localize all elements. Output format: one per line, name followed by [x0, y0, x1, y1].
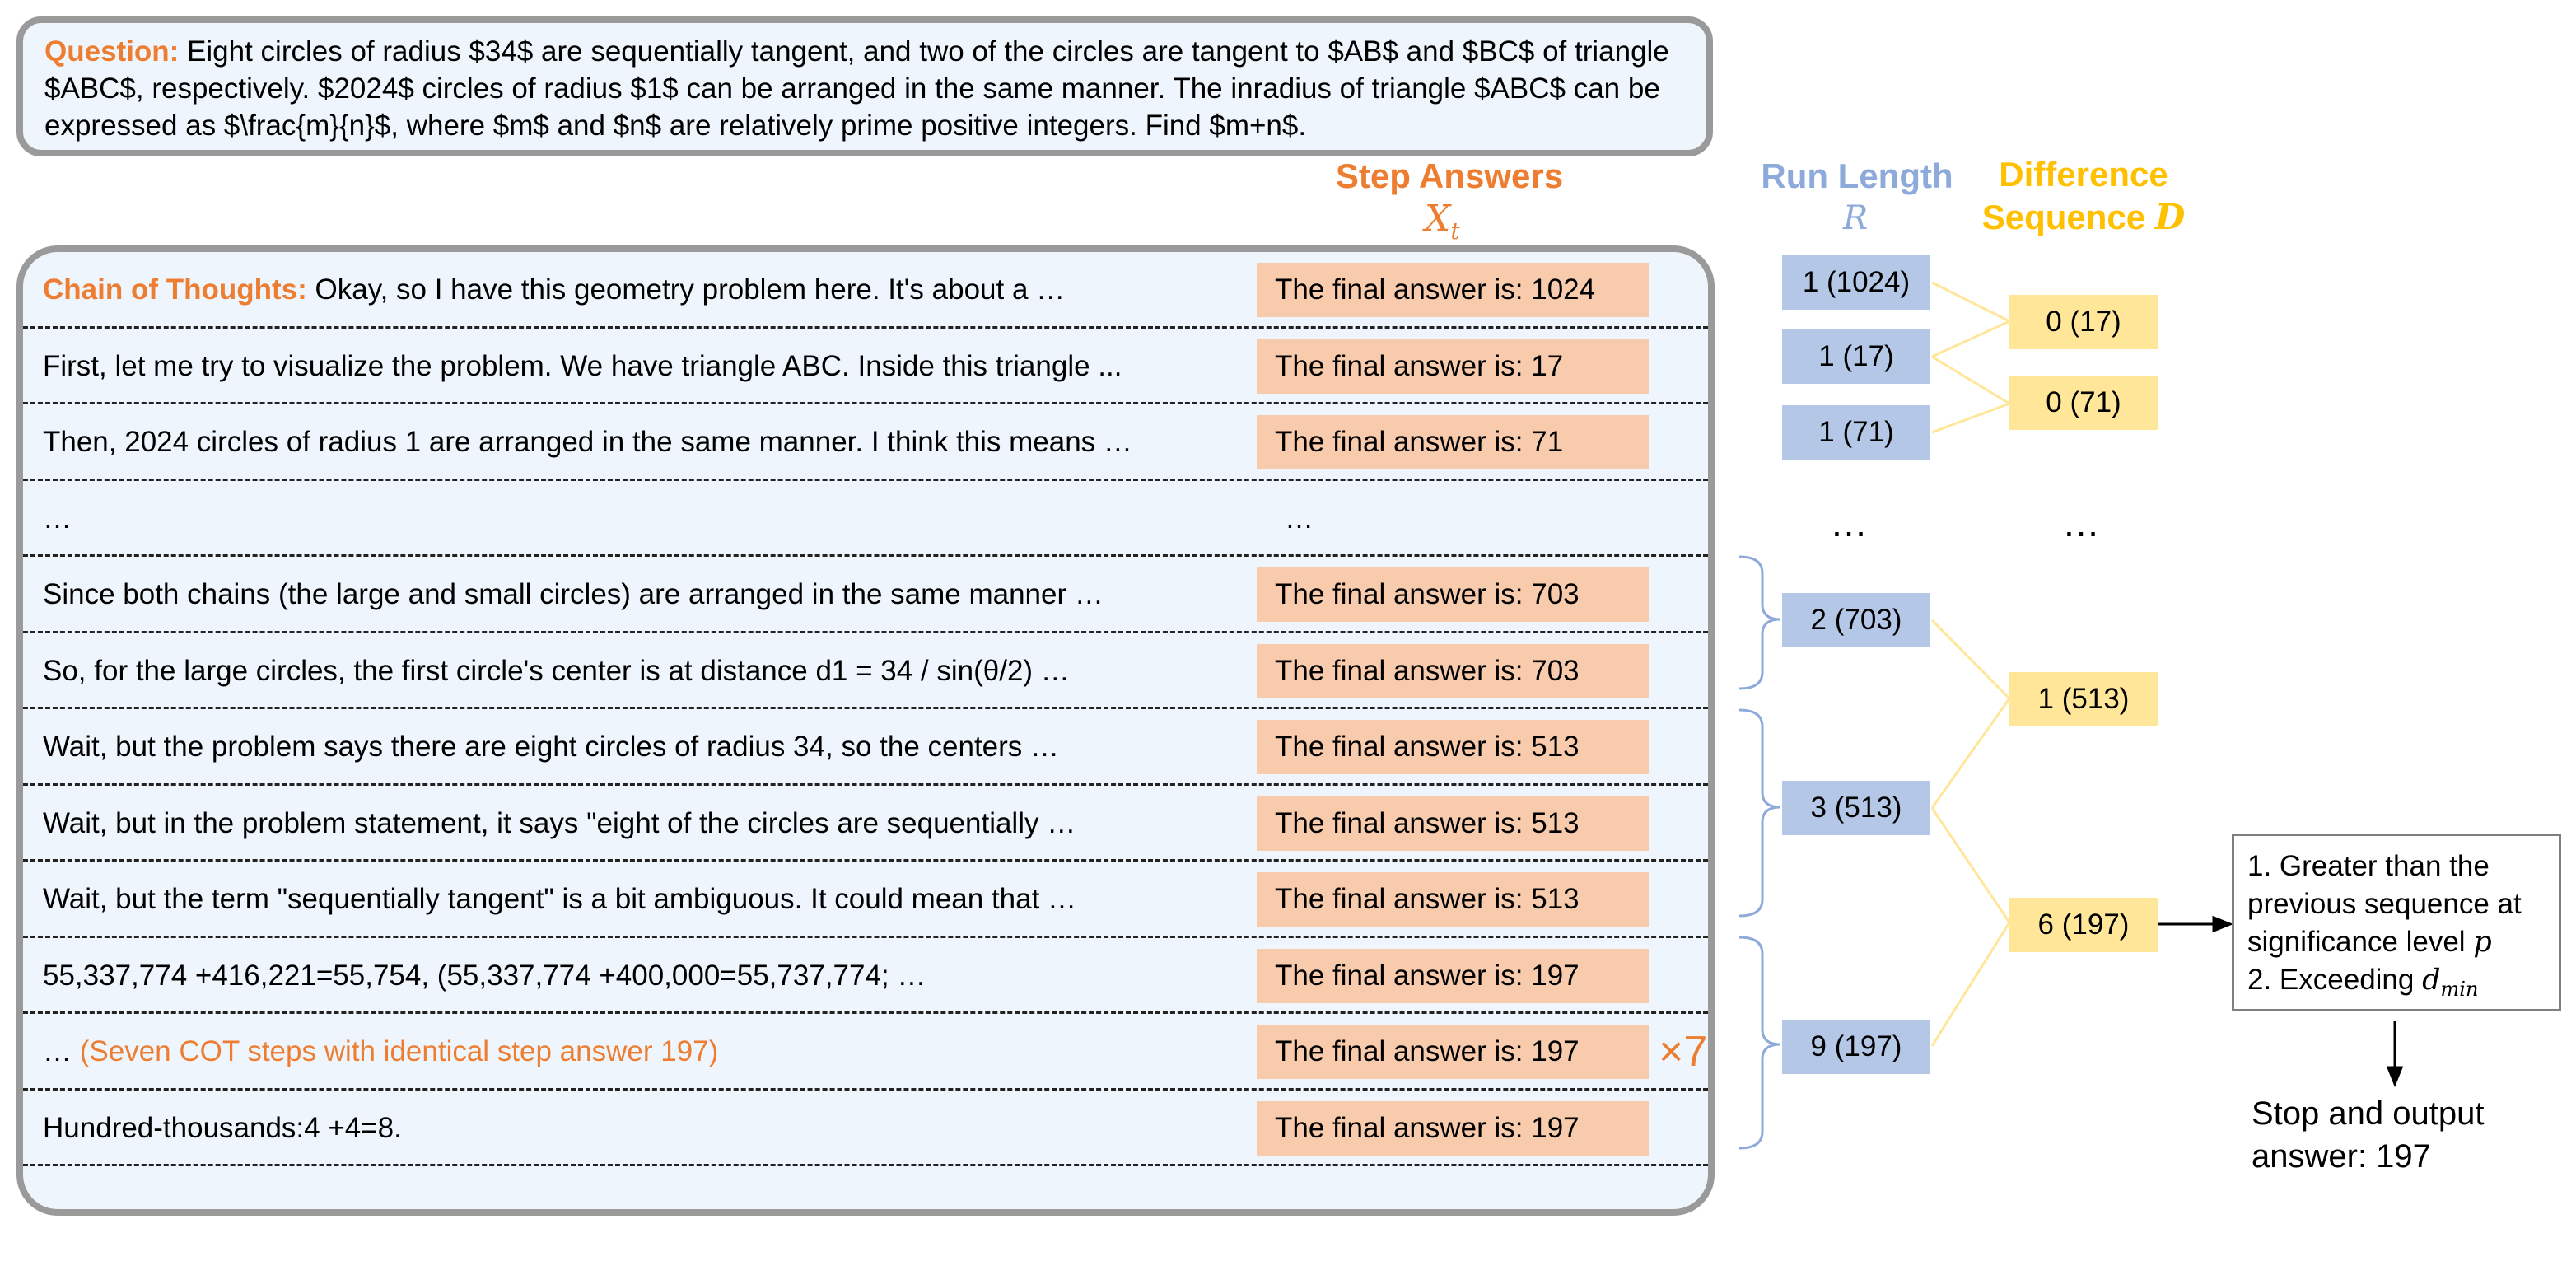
run-length-item: 1 (17) — [1782, 329, 1930, 384]
question-label: Question: — [44, 35, 180, 68]
connector-line — [1931, 355, 2010, 405]
step-answer: The final answer is: 197 — [1257, 1025, 1649, 1079]
step-answer: The final answer is: 513 — [1257, 872, 1649, 927]
step-answer: The final answer is: 71 — [1257, 415, 1649, 469]
step-answer: The final answer is: 513 — [1257, 796, 1649, 851]
p-symbol: p — [2473, 926, 2492, 959]
bracket — [1738, 555, 1781, 690]
cot-row: Hundred-thousands:4 +4=8. The final answ… — [23, 1091, 1708, 1166]
run-length-item: 2 (703) — [1782, 593, 1930, 647]
connector-line — [1931, 281, 2010, 323]
connector-line — [1930, 619, 2011, 700]
bracket — [1738, 708, 1781, 918]
question-text: Eight circles of radius $34$ are sequent… — [44, 35, 1669, 142]
stop-output-text: Stop and output answer: 197 — [2252, 1095, 2485, 1175]
cot-step-text: Hundred-thousands:4 +4=8. — [43, 1111, 402, 1144]
cot-row-repeated: … (Seven COT steps with identical step a… — [23, 1014, 1708, 1091]
step-answer: The final answer is: 703 — [1257, 567, 1649, 622]
cot-row: Wait, but the term "sequentially tangent… — [23, 862, 1708, 938]
difference-item: 0 (71) — [2009, 376, 2158, 430]
connector-line — [1930, 807, 2011, 923]
cot-row: Then, 2024 circles of radius 1 are arran… — [23, 404, 1708, 481]
cot-step-text: Since both chains (the large and small c… — [43, 578, 1104, 610]
step-answer: The final answer is: 1024 — [1257, 263, 1649, 317]
run-length-item: 3 (513) — [1782, 781, 1930, 835]
cot-step-text: 55,337,774 +416,221=55,754, (55,337,774 … — [43, 959, 926, 992]
cot-step-text: … — [43, 502, 72, 535]
cot-row-ellipsis: … … — [23, 481, 1708, 557]
step-answer: The final answer is: 703 — [1257, 643, 1649, 698]
cot-row: Wait, but in the problem statement, it s… — [23, 786, 1708, 862]
step-answer-ellipsis: … — [1285, 502, 1314, 535]
condition-line-1: 1. Greater than the previous sequence at… — [2247, 850, 2522, 959]
chain-of-thoughts-panel: Chain of Thoughts: Okay, so I have this … — [16, 245, 1715, 1216]
difference-item: 1 (513) — [2009, 672, 2158, 726]
difference-header-line2: Sequence D — [1981, 197, 2186, 237]
cot-step-text: So, for the large circles, the first cir… — [43, 654, 1070, 687]
difference-ellipsis: … — [2062, 502, 2100, 544]
cot-row: Since both chains (the large and small c… — [23, 557, 1708, 633]
arrowhead-icon — [2386, 1066, 2404, 1088]
run-length-item: 9 (197) — [1782, 1020, 1930, 1074]
step-answers-header: Step Answers — [1335, 156, 1564, 195]
repeat-multiplier: ×7 — [1659, 1028, 1708, 1076]
difference-item: 6 (197) — [2009, 898, 2158, 952]
cot-step-text: Chain of Thoughts: Okay, so I have this … — [43, 273, 1066, 306]
stopping-condition-box: 1. Greater than the previous sequence at… — [2232, 834, 2561, 1011]
cot-row: Wait, but the problem says there are eig… — [23, 709, 1708, 786]
step-answers-symbol: Xt — [1425, 198, 1460, 245]
cot-step-text: Wait, but the term "sequentially tangent… — [43, 883, 1077, 915]
step-answer: The final answer is: 197 — [1257, 1100, 1649, 1156]
cot-label: Chain of Thoughts: — [43, 273, 307, 306]
run-length-item: 1 (71) — [1782, 405, 1930, 460]
difference-item: 0 (17) — [2009, 295, 2158, 349]
connector-line — [1931, 402, 2010, 434]
cot-step-text: … (Seven COT steps with identical step a… — [43, 1035, 719, 1067]
run-length-ellipsis: … — [1830, 502, 1868, 544]
cot-step-text: First, let me try to visualize the probl… — [43, 349, 1122, 382]
difference-sequence-header: Difference Sequence D — [1960, 153, 2207, 239]
bracket — [1738, 936, 1781, 1150]
run-length-header: Run Length — [1761, 156, 1953, 195]
condition-line-2: 2. Exceeding dmin — [2247, 964, 2479, 1001]
run-length-symbol: R — [1843, 199, 1869, 237]
repeated-steps-note: (Seven COT steps with identical step ans… — [79, 1035, 719, 1067]
cot-row: So, for the large circles, the first cir… — [23, 633, 1708, 709]
difference-header-line1: Difference — [1999, 155, 2168, 194]
cot-row: Chain of Thoughts: Okay, so I have this … — [23, 252, 1708, 329]
connector-line — [1930, 698, 2011, 809]
arrowhead-icon — [2212, 915, 2234, 933]
difference-symbol: D — [2154, 197, 2186, 237]
cot-step-text: Wait, but in the problem statement, it s… — [43, 806, 1076, 839]
step-answer: The final answer is: 17 — [1257, 339, 1649, 394]
step-answer: The final answer is: 197 — [1257, 948, 1649, 1003]
cot-row: First, let me try to visualize the probl… — [23, 329, 1708, 404]
cot-step-text: Wait, but the problem says there are eig… — [43, 731, 1060, 763]
dmin-symbol: dmin — [2422, 964, 2479, 1001]
connector-line — [1931, 320, 2010, 358]
connector-line — [1930, 922, 2011, 1047]
cot-step-text: Then, 2024 circles of radius 1 are arran… — [43, 426, 1132, 458]
cot-row: 55,337,774 +416,221=55,754, (55,337,774 … — [23, 938, 1708, 1014]
step-answer: The final answer is: 513 — [1257, 720, 1649, 774]
question-box: Question: Eight circles of radius $34$ a… — [16, 16, 1713, 156]
run-length-item: 1 (1024) — [1782, 255, 1930, 310]
